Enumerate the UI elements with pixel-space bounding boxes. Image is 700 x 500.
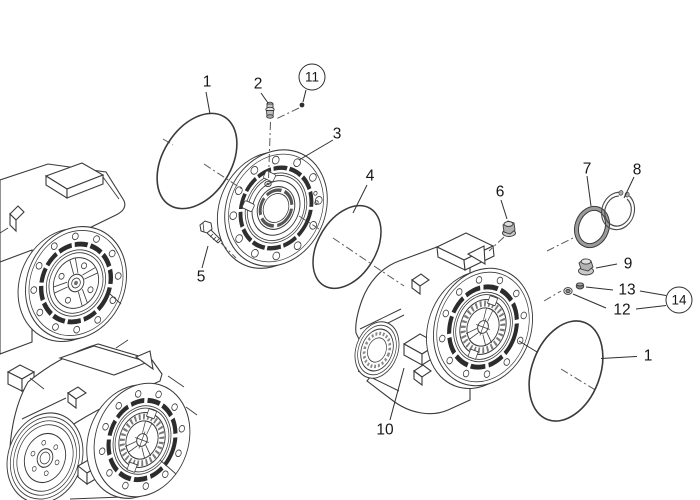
callout-14-circled[interactable]: 14 [665,286,693,314]
callout-1-rear[interactable]: 1 [643,347,653,365]
callout-2[interactable]: 2 [253,75,263,93]
callout-9[interactable]: 9 [623,255,633,273]
housing-10 [354,232,534,415]
oring-1-front [156,112,238,210]
callout-7[interactable]: 7 [582,160,592,178]
reference-ticks-lower [29,339,198,475]
bolt-5 [199,220,222,244]
reference-ticks-upper [0,227,122,305]
callout-3[interactable]: 3 [332,125,342,143]
callout-12[interactable]: 12 [613,301,631,319]
leader-lines [201,89,667,421]
assembly-upper-left [0,162,127,392]
callout-11-circled[interactable]: 11 [298,63,326,91]
cover-3 [216,149,328,269]
washer-12 [563,287,573,295]
check-ball-11 [299,102,305,108]
callout-4[interactable]: 4 [365,167,375,185]
breather-plug-2 [265,101,275,119]
callout-13[interactable]: 13 [618,281,636,299]
plug-9 [578,258,594,276]
callout-10[interactable]: 10 [376,421,394,439]
oring-4 [312,204,382,290]
oring-1-rear [528,320,604,422]
callout-8[interactable]: 8 [632,161,642,179]
callout-5[interactable]: 5 [196,268,206,286]
plug-13 [575,282,585,290]
callout-6[interactable]: 6 [495,183,505,201]
plug-6 [502,220,516,237]
callout-1-front[interactable]: 1 [202,73,212,91]
oring-7 [573,205,611,249]
assembly-lower-left [6,339,198,500]
